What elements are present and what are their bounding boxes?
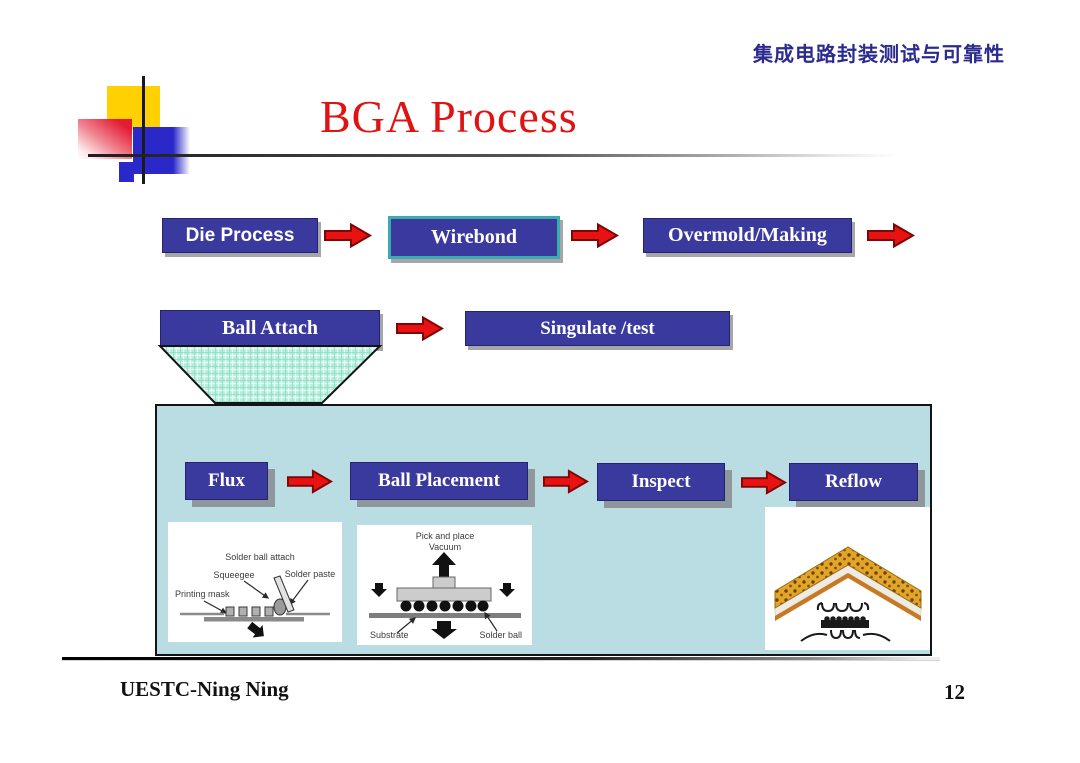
label-substrate: Substrate <box>370 630 409 640</box>
label-vacuum: Vacuum <box>429 542 461 552</box>
flow-box-wirebond: Wirebond <box>388 216 560 259</box>
flow-box-label: Die Process <box>185 224 295 246</box>
bga-package-image <box>765 507 930 650</box>
step-box-label: Inspect <box>631 471 691 492</box>
flow-box-singulate-test: Singulate /test <box>465 311 730 346</box>
pick-head-bar <box>396 587 492 602</box>
squeegee-blade <box>273 575 295 613</box>
title-underline <box>88 154 900 157</box>
logo-blue-small-square <box>119 162 134 182</box>
footer-author: UESTC-Ning Ning <box>120 677 289 701</box>
page-number: 12 <box>944 680 965 704</box>
bga-substrate-top <box>774 546 922 609</box>
label-squeegee: Squeegee <box>213 570 254 580</box>
flow-arrow-icon <box>571 222 619 249</box>
flow-arrow-icon <box>543 469 589 494</box>
page-title: BGA Process <box>320 91 578 142</box>
flow-arrow-icon <box>324 222 372 249</box>
pick-and-place-diagram: Pick and place Vacuum Substrate Solder b… <box>357 525 532 645</box>
ball-leader-line <box>484 611 498 632</box>
step-box-reflow: Reflow <box>789 463 918 501</box>
flow-box-overmold-making: Overmold/Making <box>643 218 852 253</box>
logo-vertical-line <box>142 76 145 184</box>
squeegee-leader-line <box>243 580 270 599</box>
reflow-heat-icon <box>800 602 891 642</box>
right-down-arrow-icon <box>499 583 515 597</box>
solder-paste-bumps <box>225 606 274 617</box>
solder-balls <box>400 600 489 612</box>
center-down-arrow-icon <box>431 621 457 639</box>
logo-red-square <box>78 119 132 159</box>
ball-attach-funnel <box>157 345 383 404</box>
step-box-flux: Flux <box>185 462 268 500</box>
label-solder-ball-attach: Solder ball attach <box>225 552 295 562</box>
step-box-label: Ball Placement <box>378 470 500 491</box>
stencil-substrate-bar <box>204 617 304 622</box>
step-box-ball-placement: Ball Placement <box>350 462 528 500</box>
footer-rule <box>62 657 940 661</box>
label-solder-paste: Solder paste <box>285 569 336 579</box>
flow-arrow-icon <box>741 470 787 495</box>
flow-box-label: Overmold/Making <box>668 224 827 246</box>
flow-box-label: Wirebond <box>431 226 517 248</box>
label-solder-ball: Solder ball <box>479 630 522 640</box>
step-box-label: Reflow <box>825 471 882 492</box>
pick-head-stem <box>432 576 456 590</box>
label-pick-and-place: Pick and place <box>416 531 475 541</box>
flow-arrow-icon <box>396 315 444 342</box>
step-box-label: Flux <box>208 470 245 491</box>
down-arrow-icon <box>247 621 264 638</box>
flow-arrow-icon <box>867 222 915 249</box>
flow-box-die-process: Die Process <box>162 218 318 253</box>
flow-arrow-icon <box>287 469 333 494</box>
substrate-bar <box>369 613 521 618</box>
logo-blue-square <box>133 127 173 174</box>
vacuum-up-arrow-icon <box>432 552 456 577</box>
stencil-print-diagram: Solder ball attach Squeegee Solder paste… <box>168 522 342 642</box>
substrate-leader-line <box>396 617 417 634</box>
left-down-arrow-icon <box>371 583 387 597</box>
logo-blue-square-fade <box>173 127 190 174</box>
paste-leader-line <box>289 579 309 606</box>
step-box-inspect: Inspect <box>597 463 725 501</box>
flow-box-label: Ball Attach <box>221 317 319 339</box>
flow-box-label: Singulate /test <box>540 317 655 339</box>
mask-leader-line <box>203 600 228 614</box>
label-printing-mask: Printing mask <box>175 589 230 599</box>
course-title: 集成电路封装测试与可靠性 <box>753 44 1005 66</box>
flow-box-ball-attach: Ball Attach <box>160 310 380 347</box>
